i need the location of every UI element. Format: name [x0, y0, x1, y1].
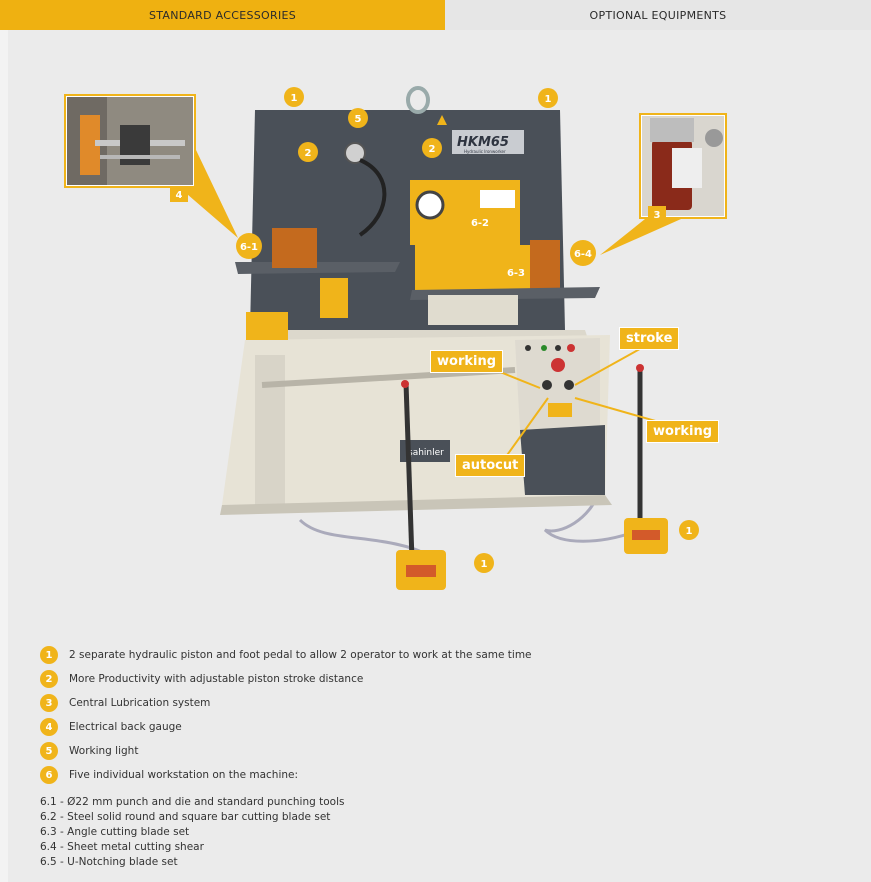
svg-text:6-4: 6-4 [574, 249, 592, 260]
legend-text: Working light [69, 745, 139, 757]
svg-text:1: 1 [291, 93, 298, 104]
badge-1-pedal-right: 1 [679, 520, 699, 540]
workstation-item: 6.4 - Sheet metal cutting shear [40, 841, 204, 853]
workstation-list: 6.1 - Ø22 mm punch and die and standard … [40, 795, 344, 870]
badge-1-top-right: 1 [538, 88, 558, 108]
callout-autocut: autocut [455, 454, 526, 477]
legend-number: 6 [40, 766, 58, 784]
legend-item: 1 2 separate hydraulic piston and foot pe… [40, 643, 840, 667]
svg-text:5: 5 [355, 114, 362, 125]
tab-bar: STANDARD ACCESSORIES OPTIONAL EQUIPMENTS [0, 0, 871, 31]
inset-lubrication [639, 113, 727, 219]
svg-text:1: 1 [481, 559, 488, 570]
badge-6-4: 6-4 [570, 240, 596, 266]
legend-list: 1 2 separate hydraulic piston and foot pe… [40, 643, 840, 787]
badge-4: 4 [170, 186, 188, 202]
legend-text: More Productivity with adjustable piston… [69, 673, 364, 685]
legend-text: Five individual workstation on the machi… [69, 769, 299, 781]
brand-logo-text: şahinler [408, 448, 444, 458]
badge-6-1: 6-1 [236, 233, 262, 259]
callout-working-left: working [430, 350, 504, 373]
svg-text:4: 4 [176, 190, 183, 201]
legend-item: 3 Central Lubrication system [40, 691, 840, 715]
legend-number: 4 [40, 718, 58, 736]
svg-text:3: 3 [654, 210, 661, 221]
legend-item: 4 Electrical back gauge [40, 715, 840, 739]
legend-text: 2 separate hydraulic piston and foot ped… [69, 649, 532, 661]
svg-text:2: 2 [305, 148, 312, 159]
workstation-item: 6.1 - Ø22 mm punch and die and standard … [40, 796, 345, 808]
svg-text:6-2: 6-2 [471, 218, 489, 229]
legend-number: 3 [40, 694, 58, 712]
machine-body: şahinler HKM65 Hydraulic Ironworker [220, 86, 668, 590]
tab-optional-equipments[interactable]: OPTIONAL EQUIPMENTS [445, 0, 871, 31]
workstation-item: 6.2 - Steel solid round and square bar c… [40, 811, 331, 823]
badge-1-pedal-left: 1 [474, 553, 494, 573]
legend-item: 2 More Productivity with adjustable pisto… [40, 667, 840, 691]
svg-text:6-3: 6-3 [507, 268, 525, 279]
legend-number: 1 [40, 646, 58, 664]
legend-number: 2 [40, 670, 58, 688]
model-subtitle: Hydraulic Ironworker [464, 149, 506, 154]
workstation-item: 6.3 - Angle cutting blade set [40, 826, 190, 838]
leader-3 [600, 215, 690, 255]
svg-text:2: 2 [429, 144, 436, 155]
badge-6-3: 6-3 [503, 259, 529, 285]
legend-item: 5 Working light [40, 739, 840, 763]
legend-text: Electrical back gauge [69, 721, 182, 733]
badge-2-left: 2 [298, 142, 318, 162]
svg-text:1: 1 [545, 94, 552, 105]
callout-working-right: working [646, 420, 720, 443]
machine-figure: şahinler HKM65 Hydraulic Ironworker [64, 86, 727, 590]
callout-stroke: stroke [619, 327, 680, 350]
inset-back-gauge [64, 94, 196, 188]
svg-text:6-1: 6-1 [240, 242, 258, 253]
cable-right [543, 489, 641, 543]
badge-1-top-left: 1 [284, 87, 304, 107]
badge-6-2: 6-2 [467, 209, 493, 235]
legend-item: 6 Five individual workstation on the mach… [40, 763, 840, 787]
badge-5: 5 [348, 108, 368, 128]
badge-2-right: 2 [422, 138, 442, 158]
model-label: HKM65 [457, 135, 509, 150]
badge-3: 3 [648, 206, 666, 222]
legend-text: Central Lubrication system [69, 697, 211, 709]
tab-standard-accessories[interactable]: STANDARD ACCESSORIES [0, 0, 445, 30]
legend-number: 5 [40, 742, 58, 760]
workstation-item: 6.5 - U-Notching blade set [40, 856, 178, 868]
svg-text:1: 1 [686, 526, 693, 537]
